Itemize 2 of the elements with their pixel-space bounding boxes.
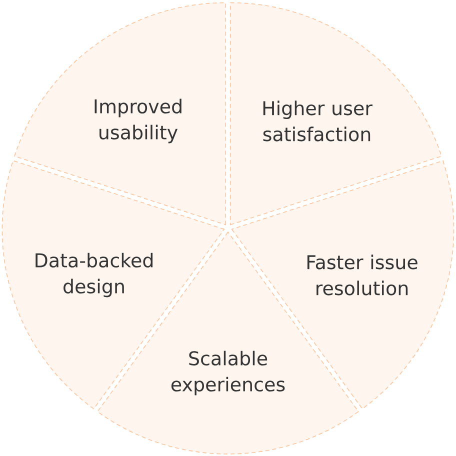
- pie-slice: Improved usability: [14, 2, 226, 226]
- pie-slice: Higher user satisfaction: [230, 2, 442, 226]
